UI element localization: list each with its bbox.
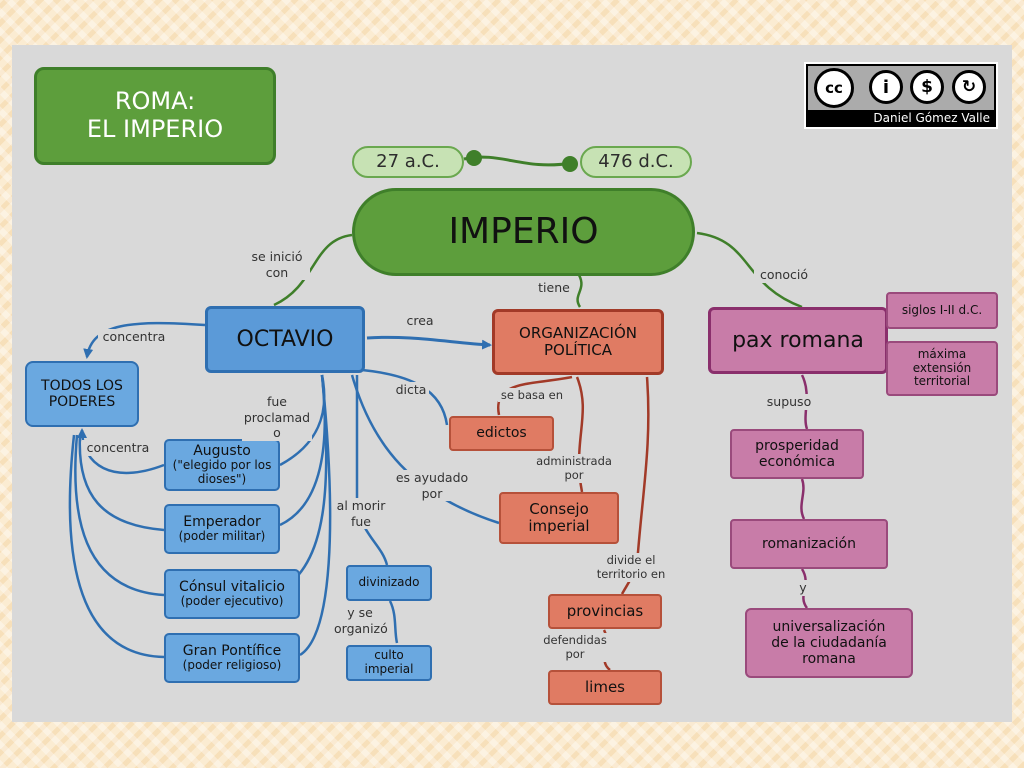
license-author: Daniel Gómez Valle <box>873 111 990 125</box>
edictos-node: edictos <box>449 416 554 451</box>
divinizado-node: divinizado <box>346 565 432 601</box>
link-label-y: y <box>796 580 810 596</box>
limes-node: limes <box>548 670 662 705</box>
octavio-node: OCTAVIO <box>205 306 365 373</box>
augusto-subtitle: ("elegido por los dioses") <box>172 458 272 487</box>
link-label-al-morir-fue: al morir fue <box>332 498 390 530</box>
link-label-se-inicio-con: se inició con <box>244 249 310 281</box>
consul-subtitle: (poder ejecutivo) <box>180 594 284 609</box>
sharealike-icon: ↻ <box>952 70 986 104</box>
maxima-extension-node: máxima extensión territorial <box>886 341 998 396</box>
pontifice-title: Gran Pontífice <box>182 643 282 660</box>
link-label-concentra-2: concentra <box>82 440 154 456</box>
link-label-tiene: tiene <box>532 280 576 296</box>
pax-romana-node: pax romana <box>708 307 888 374</box>
consejo-imperial-node: Consejo imperial <box>499 492 619 544</box>
attribution-icon: i <box>869 70 903 104</box>
link-label-y-se-organizo: y se organizó <box>334 605 388 637</box>
augusto-node: Augusto ("elegido por los dioses") <box>164 439 280 491</box>
link-label-crea: crea <box>406 313 434 328</box>
siglos-node: siglos I-II d.C. <box>886 292 998 329</box>
link-label-se-basa-en: se basa en <box>498 388 566 403</box>
link-label-administrada-por: administrada por <box>532 454 616 483</box>
link-label-es-ayudado-por: es ayudado por <box>391 470 473 502</box>
organizacion-politica-node: ORGANIZACIÓN POLÍTICA <box>492 309 664 375</box>
provincias-node: provincias <box>548 594 662 629</box>
link-label-defendidas-por: defendidas por <box>538 633 612 662</box>
pontifice-subtitle: (poder religioso) <box>182 658 282 673</box>
link-label-fue-proclamado: fue proclamad o <box>242 394 312 441</box>
pontifice-node: Gran Pontífice (poder religioso) <box>164 633 300 683</box>
augusto-title: Augusto <box>193 443 251 460</box>
link-label-dicta: dicta <box>393 382 429 398</box>
link-label-conocio: conoció <box>754 267 814 283</box>
culto-imperial-node: culto imperial <box>346 645 432 681</box>
cc-license-badge: cc i $ ↻ Daniel Gómez Valle <box>804 62 998 129</box>
link-label-divide-el-territorio-en: divide el territorio en <box>594 553 668 582</box>
emperador-subtitle: (poder militar) <box>178 529 266 544</box>
concept-map-canvas: ROMA: EL IMPERIO cc i $ ↻ Daniel Gómez V… <box>12 45 1012 722</box>
link-label-supuso: supuso <box>764 394 814 410</box>
prosperidad-node: prosperidad económica <box>730 429 864 479</box>
todos-los-poderes-node: TODOS LOS PODERES <box>25 361 139 427</box>
timeline-start: 27 a.C. <box>352 146 464 178</box>
noncommercial-icon: $ <box>910 70 944 104</box>
romanizacion-node: romanización <box>730 519 888 569</box>
emperador-node: Emperador (poder militar) <box>164 504 280 554</box>
consul-node: Cónsul vitalicio (poder ejecutivo) <box>164 569 300 619</box>
link-label-concentra-1: concentra <box>98 329 170 345</box>
cc-icon: cc <box>814 68 854 108</box>
title-box: ROMA: EL IMPERIO <box>34 67 276 165</box>
timeline-end: 476 d.C. <box>580 146 692 178</box>
universalizacion-node: universalización de la ciudadanía romana <box>745 608 913 678</box>
imperio-node: IMPERIO <box>352 188 695 276</box>
emperador-title: Emperador <box>183 514 261 531</box>
consul-title: Cónsul vitalicio <box>179 579 285 596</box>
